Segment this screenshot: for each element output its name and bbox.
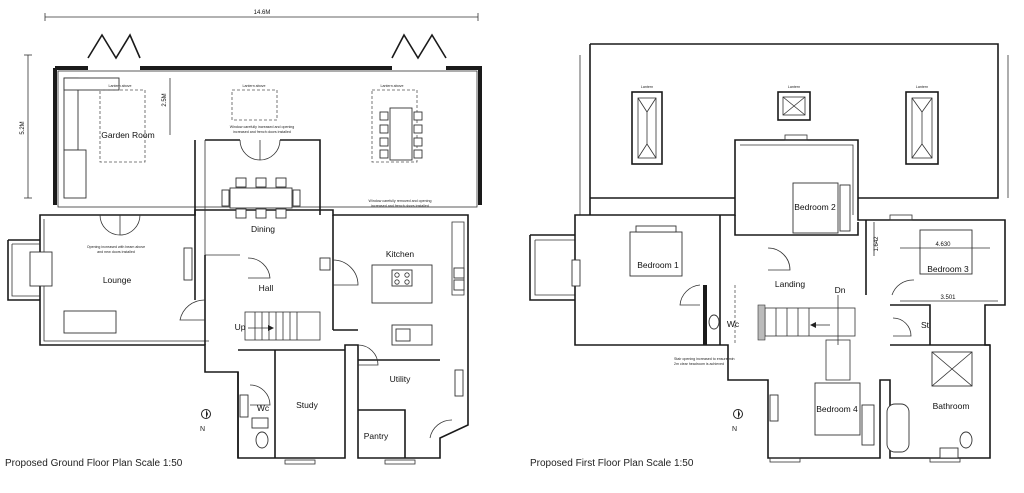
north-label-ground: N [200,426,205,433]
staircase-ground [244,311,321,341]
stair-note-2: 2m clear headroom is achieved [674,362,724,366]
bedroom-3-door [891,279,915,296]
north-label-first: N [732,426,737,433]
bed-bedroom-3 [919,229,973,275]
dining-table [229,187,293,209]
armchair-lounge [29,251,53,287]
roof-dimension-label: 2.5M [162,93,168,106]
bed-bedroom-1 [629,231,683,277]
room-label-hall: Hall [259,283,274,293]
bedroom-1-door [679,284,701,306]
lantern-note-right: Lantern above [381,84,404,88]
bed-bedroom-2 [792,182,839,234]
room-label-lounge: Lounge [103,275,132,285]
dimension-label-1: 1.642 [874,236,880,252]
overall-width-label: 14.6M [254,10,271,16]
french-doors-lounge [99,214,141,236]
kitchen-worktop [451,221,465,296]
bifold-door-right [391,33,447,60]
room-label-study: Study [296,400,318,410]
room-label-pantry: Pantry [364,431,389,441]
room-label-garden-room: Garden Room [101,130,154,140]
room-label-wc: Wc [257,403,270,413]
ground-floor-outer-walls [39,209,469,459]
lantern-note-mid: Lantern above [243,84,266,88]
stair-opening-hatch [757,304,766,341]
room-label-dining: Dining [251,224,275,234]
kitchen-door-swing [332,259,359,286]
utility-back-door [429,419,453,439]
study-wc-walls [237,349,345,458]
armchair-garden-room [63,149,87,199]
room-label-bedroom-2: Bedroom 2 [794,202,836,212]
room-label-store: St [921,320,930,330]
north-arrow-ground: N [200,409,211,433]
dimension-label-3: 3.501 [940,295,956,301]
room-label-kitchen: Kitchen [386,249,415,259]
hob [391,269,413,287]
lantern-label-3: Lantern [916,85,928,89]
bathroom-toilet [959,431,973,449]
kitchen-note-2: increased and french doors installed [371,204,429,208]
kitchen-walls [332,215,358,331]
kitchen-sink [453,267,465,279]
kitchen-note-1: Window carefully removed and opening [369,199,432,203]
stair-label-up: Up [235,322,246,332]
roof-lantern-3 [905,91,939,165]
lantern-outline-left [99,89,146,163]
lounge-bay [7,239,40,301]
dimension-label-2: 4.630 [935,242,951,248]
room-label-bedroom-3: Bedroom 3 [927,264,969,274]
table-garden-room [389,107,413,161]
lantern-label-1: Lantern [641,85,653,89]
bathtub [886,403,910,453]
first-floor-bay [529,234,575,301]
lantern-outline-mid [231,89,278,121]
utility-walls [358,359,440,458]
ground-floor-title: Proposed Ground Floor Plan Scale 1:50 [5,458,183,469]
wc-toilet [255,431,269,449]
height-dimension-label: 5.2M [20,121,26,134]
wc-toilet-first [708,314,720,330]
wc-basin [251,417,269,429]
bed-bedroom-4 [814,382,861,436]
ground-floor-plan: 14.6M 5.2M 2.5M Lantern above Lantern ab… [5,10,482,469]
bedroom-2-door [767,247,791,271]
north-arrow-first: N [732,409,743,433]
hall-door-swing [179,299,206,321]
hall-walls [194,215,206,345]
lantern-label-2: Lantern [788,85,800,89]
roof-outline [589,43,999,215]
stair-label-dn: Dn [835,285,846,295]
room-label-utility: Utility [390,374,412,384]
room-label-wc-first: Wc [727,319,740,329]
lantern-note-left: Lantern above [109,84,132,88]
lounge-note-2: and new doors installed [97,250,135,254]
garden-room-walls [53,66,482,205]
sofa-lounge [63,310,117,334]
first-floor-outer-walls [574,139,1006,459]
roof-lantern-2 [777,91,811,121]
bathroom-basin [939,447,959,459]
room-label-bathroom: Bathroom [933,401,970,411]
first-floor-title: Proposed First Floor Plan Scale 1:50 [530,458,694,469]
room-label-bedroom-1: Bedroom 1 [637,260,679,270]
french-doors-dining [239,139,281,161]
room-label-landing: Landing [775,279,806,289]
window-note-1: Window carefully increased and opening [230,125,295,129]
store-door [892,317,912,337]
stair-note-1: Stair opening increased to ensure min [674,357,735,361]
room-label-bedroom-4: Bedroom 4 [816,404,858,414]
wc-door-swing [249,384,271,406]
window-note-2: increased and french doors installed [233,130,291,134]
bifold-door-left [87,33,141,60]
staircase-first [764,295,856,381]
first-floor-plan: Lantern Lantern Lantern Be [529,43,1009,469]
lounge-note-1: Opening increased with beam above [87,245,145,249]
lounge-cabinet [183,247,193,281]
roof-lantern-1 [631,91,663,165]
dining-walls [194,139,321,215]
